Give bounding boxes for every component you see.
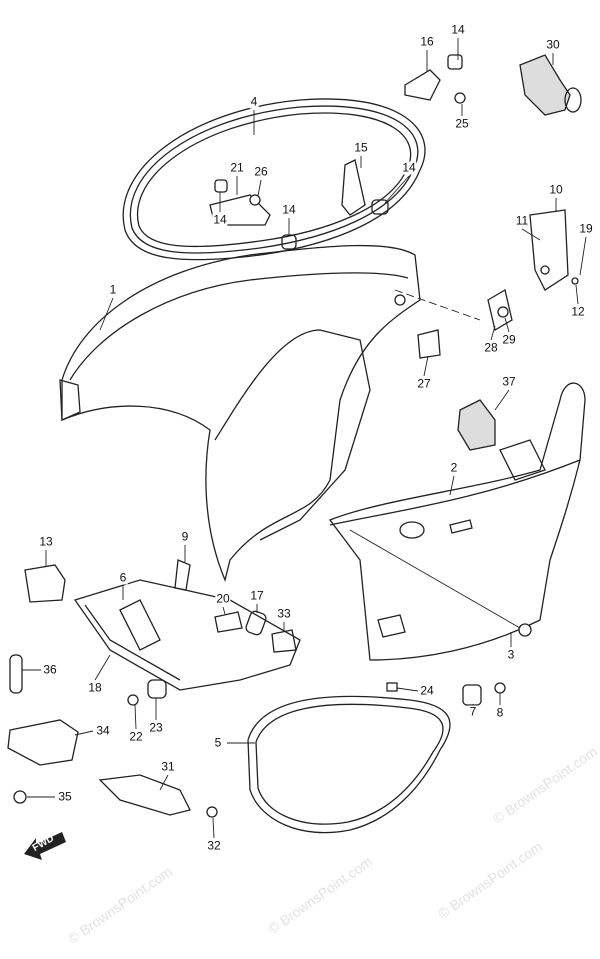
callout-part-number[interactable]: 37: [501, 374, 517, 389]
callout-part-number[interactable]: 17: [249, 588, 265, 603]
callout-part-number[interactable]: 14: [212, 212, 228, 227]
callout-part-number[interactable]: 15: [353, 140, 369, 155]
callout-part-number[interactable]: 35: [57, 789, 73, 804]
callout-part-number[interactable]: 4: [249, 94, 259, 109]
part-4-seal: [122, 98, 426, 261]
callout-part-number[interactable]: 29: [501, 332, 517, 347]
part-1-upper-cover: [59, 244, 421, 583]
part-2-lower-cover: [328, 382, 586, 661]
callout-part-number[interactable]: 14: [401, 160, 417, 175]
screws: [13, 92, 579, 818]
callout-part-number[interactable]: 16: [419, 34, 435, 49]
callout-part-number[interactable]: 14: [450, 22, 466, 37]
callout-part-number[interactable]: 24: [419, 683, 435, 698]
callout-part-number[interactable]: 19: [578, 221, 594, 236]
callout-part-number[interactable]: 2: [449, 460, 459, 475]
callout-part-number[interactable]: 22: [128, 729, 144, 744]
callout-part-number[interactable]: 32: [206, 838, 222, 853]
callout-part-number[interactable]: 36: [42, 662, 58, 677]
fwd-arrow-icon: [24, 832, 66, 860]
callout-part-number[interactable]: 13: [38, 534, 54, 549]
callout-part-number[interactable]: 5: [213, 735, 223, 750]
callout-part-number[interactable]: 9: [180, 529, 190, 544]
callout-part-number[interactable]: 1: [108, 282, 118, 297]
callout-part-number[interactable]: 3: [506, 647, 516, 662]
part-5-gasket: [247, 695, 451, 834]
callout-part-number[interactable]: 6: [118, 570, 128, 585]
callout-part-number[interactable]: 7: [468, 704, 478, 719]
callout-part-number[interactable]: 25: [454, 116, 470, 131]
callout-part-number[interactable]: 20: [215, 591, 231, 606]
callout-part-number[interactable]: 14: [281, 202, 297, 217]
callout-part-number[interactable]: 23: [148, 720, 164, 735]
part-6-bracket: [73, 579, 301, 691]
leader-lines: [22, 38, 587, 839]
callout-part-number[interactable]: 33: [276, 606, 292, 621]
callout-part-number[interactable]: 27: [416, 376, 432, 391]
small-parts: [7, 54, 582, 816]
callout-part-number[interactable]: 28: [483, 340, 499, 355]
callout-part-number[interactable]: 18: [87, 680, 103, 695]
callout-part-number[interactable]: 26: [253, 164, 269, 179]
callout-part-number[interactable]: 31: [160, 759, 176, 774]
callout-part-number[interactable]: 30: [545, 37, 561, 52]
callout-part-number[interactable]: 8: [495, 705, 505, 720]
callout-part-number[interactable]: 10: [548, 182, 564, 197]
callout-part-number[interactable]: 34: [95, 723, 111, 738]
callout-part-number[interactable]: 11: [514, 213, 530, 228]
callout-part-number[interactable]: 21: [229, 160, 245, 175]
callout-part-number[interactable]: 12: [570, 304, 586, 319]
